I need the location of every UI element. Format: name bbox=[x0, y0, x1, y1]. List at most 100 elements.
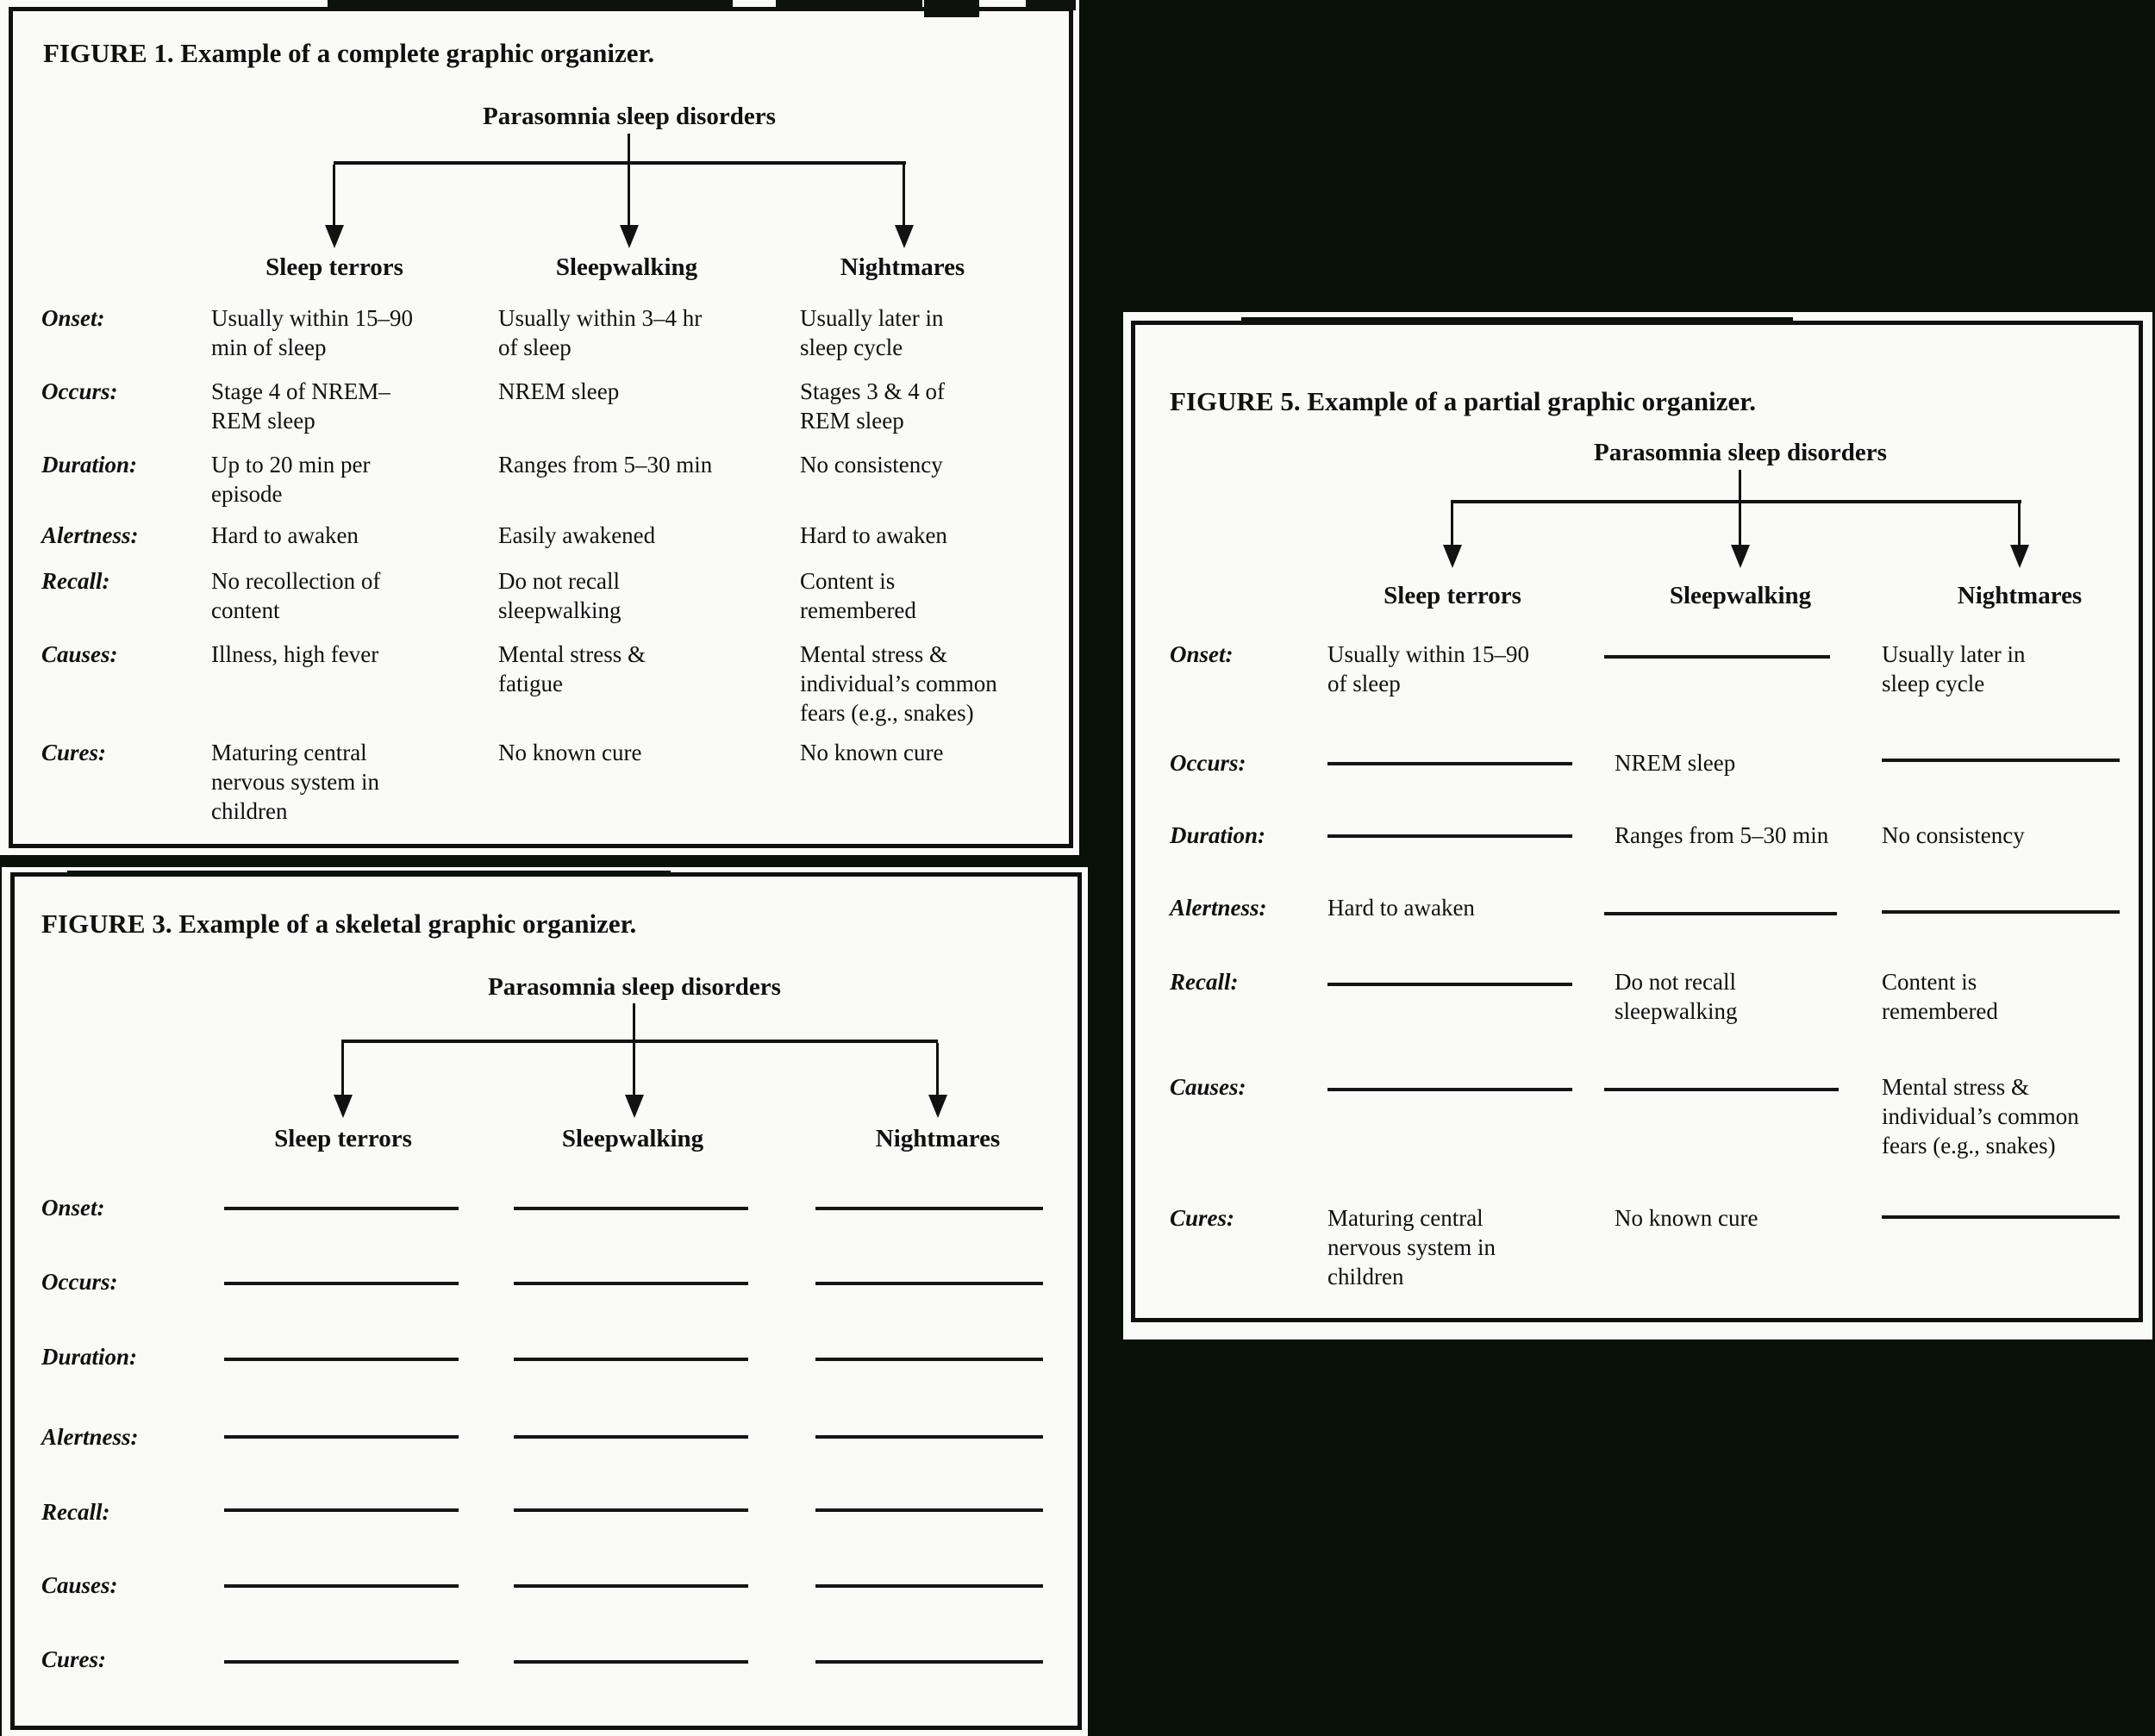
cell-text: Up to 20 min per episode bbox=[211, 452, 371, 507]
row-label-alertness: Alertness: bbox=[41, 1424, 139, 1450]
blank-line bbox=[815, 1282, 1043, 1285]
blank-line bbox=[815, 1435, 1043, 1439]
scan-artifact bbox=[328, 0, 733, 7]
blank-line bbox=[514, 1282, 748, 1285]
row-label-alertness: Alertness: bbox=[41, 522, 139, 548]
column-header-sleep-terrors: Sleep terrors bbox=[1384, 582, 1521, 609]
row-label-cures: Cures: bbox=[1170, 1205, 1235, 1231]
column-header-sleep-terrors: Sleep terrors bbox=[274, 1125, 412, 1152]
column-header-nightmares: Nightmares bbox=[1957, 582, 2083, 609]
blank-line bbox=[815, 1508, 1043, 1512]
row-label-duration: Duration: bbox=[41, 1344, 138, 1370]
scan-artifact bbox=[1026, 0, 1076, 10]
column-header-nightmares: Nightmares bbox=[840, 253, 965, 281]
row-label-recall: Recall: bbox=[41, 568, 110, 594]
cell-text: Maturing central nervous system in child… bbox=[211, 740, 379, 824]
row-label-alertness: Alertness: bbox=[1170, 895, 1267, 921]
column-header-sleepwalking: Sleepwalking bbox=[1669, 582, 1812, 609]
blank-line bbox=[224, 1358, 459, 1361]
tree-stem-line bbox=[633, 1003, 635, 1041]
cell-text: Mental stress & fatigue bbox=[498, 641, 646, 696]
arrow-line bbox=[633, 1043, 635, 1096]
scan-artifact bbox=[924, 0, 979, 17]
arrow-line bbox=[341, 1043, 344, 1096]
figure5-frame bbox=[1131, 321, 2143, 1322]
cell-text: Stage 4 of NREM– REM sleep bbox=[211, 378, 390, 434]
arrow-head-icon bbox=[1443, 545, 1462, 568]
cell-text: Hard to awaken bbox=[211, 522, 359, 548]
blank-line bbox=[514, 1358, 748, 1361]
column-header-sleep-terrors: Sleep terrors bbox=[265, 253, 403, 281]
blank-line bbox=[1327, 1088, 1572, 1091]
cell-text: Hard to awaken bbox=[800, 522, 947, 548]
tree-branch-line bbox=[334, 161, 906, 165]
cell-text: NREM sleep bbox=[1615, 750, 1736, 776]
cell-text: Do not recall sleepwalking bbox=[498, 568, 622, 623]
arrow-head-icon bbox=[1731, 545, 1750, 568]
blank-line bbox=[1327, 834, 1572, 838]
cell-text: No known cure bbox=[1615, 1205, 1758, 1231]
arrow-head-icon bbox=[928, 1095, 947, 1118]
arrow-head-icon bbox=[334, 1095, 353, 1118]
row-label-recall: Recall: bbox=[1170, 969, 1239, 995]
arrow-line bbox=[628, 165, 630, 227]
blank-line bbox=[224, 1207, 459, 1210]
cell-text: Usually within 15–90 min of sleep bbox=[211, 305, 413, 360]
figure5-title: FIGURE 5. Example of a partial graphic o… bbox=[1170, 386, 1756, 416]
column-header-nightmares: Nightmares bbox=[875, 1125, 1001, 1152]
cell-text: Usually within 3–4 hr of sleep bbox=[498, 305, 703, 360]
tree-branch-line bbox=[1451, 500, 2021, 503]
figure3-title: FIGURE 3. Example of a skeletal graphic … bbox=[41, 909, 637, 939]
arrow-line bbox=[1739, 503, 1741, 546]
blank-line bbox=[224, 1435, 459, 1439]
blank-line bbox=[514, 1660, 748, 1664]
blank-line bbox=[1882, 910, 2120, 914]
row-label-occurs: Occurs: bbox=[41, 378, 118, 404]
row-label-onset: Onset: bbox=[1170, 641, 1234, 667]
arrow-line bbox=[2018, 503, 2021, 546]
cell-text: Maturing central nervous system in child… bbox=[1327, 1205, 1496, 1290]
arrow-head-icon bbox=[325, 225, 344, 248]
row-label-occurs: Occurs: bbox=[41, 1269, 118, 1295]
cell-text: Do not recall sleepwalking bbox=[1615, 969, 1738, 1024]
row-label-cures: Cures: bbox=[41, 740, 107, 765]
blank-line bbox=[224, 1660, 459, 1664]
arrow-head-icon bbox=[625, 1095, 644, 1118]
cell-text: Ranges from 5–30 min bbox=[1615, 822, 1829, 848]
figure3-panel: FIGURE 3. Example of a skeletal graphic … bbox=[2, 867, 1088, 1736]
blank-line bbox=[1327, 983, 1572, 986]
blank-line bbox=[815, 1660, 1043, 1664]
column-header-sleepwalking: Sleepwalking bbox=[561, 1125, 704, 1152]
row-label-causes: Causes: bbox=[41, 1572, 118, 1598]
cell-text: Stages 3 & 4 of REM sleep bbox=[800, 378, 945, 434]
column-header-sleepwalking: Sleepwalking bbox=[555, 253, 698, 281]
figure5-panel: FIGURE 5. Example of a partial graphic o… bbox=[1123, 312, 2152, 1339]
scan-artifact bbox=[1241, 317, 1793, 322]
blank-line bbox=[224, 1282, 459, 1285]
cell-text: Content is remembered bbox=[800, 568, 916, 623]
blank-line bbox=[815, 1207, 1043, 1210]
blank-line bbox=[1604, 655, 1830, 659]
row-label-onset: Onset: bbox=[41, 305, 105, 331]
arrow-line bbox=[1451, 503, 1453, 546]
figure1-panel: FIGURE 1. Example of a complete graphic … bbox=[0, 0, 1079, 855]
blank-line bbox=[1604, 912, 1837, 915]
cell-text: Ranges from 5–30 min bbox=[498, 452, 713, 478]
blank-line bbox=[1327, 762, 1572, 765]
cell-text: Usually later in sleep cycle bbox=[800, 305, 944, 360]
row-label-recall: Recall: bbox=[41, 1499, 110, 1525]
figure1-title: FIGURE 1. Example of a complete graphic … bbox=[43, 38, 655, 68]
tree-stem-line bbox=[1739, 470, 1741, 502]
cell-text: Content is remembered bbox=[1882, 969, 1998, 1024]
arrow-line bbox=[903, 165, 905, 227]
blank-line bbox=[1604, 1088, 1839, 1091]
tree-root-label: Parasomnia sleep disorders bbox=[483, 103, 776, 130]
row-label-cures: Cures: bbox=[41, 1646, 107, 1672]
tree-root-label: Parasomnia sleep disorders bbox=[1594, 439, 1887, 466]
arrow-line bbox=[333, 165, 335, 227]
row-label-causes: Causes: bbox=[41, 641, 118, 667]
cell-text: No known cure bbox=[498, 740, 642, 765]
arrow-head-icon bbox=[620, 225, 639, 248]
tree-stem-line bbox=[628, 134, 630, 164]
